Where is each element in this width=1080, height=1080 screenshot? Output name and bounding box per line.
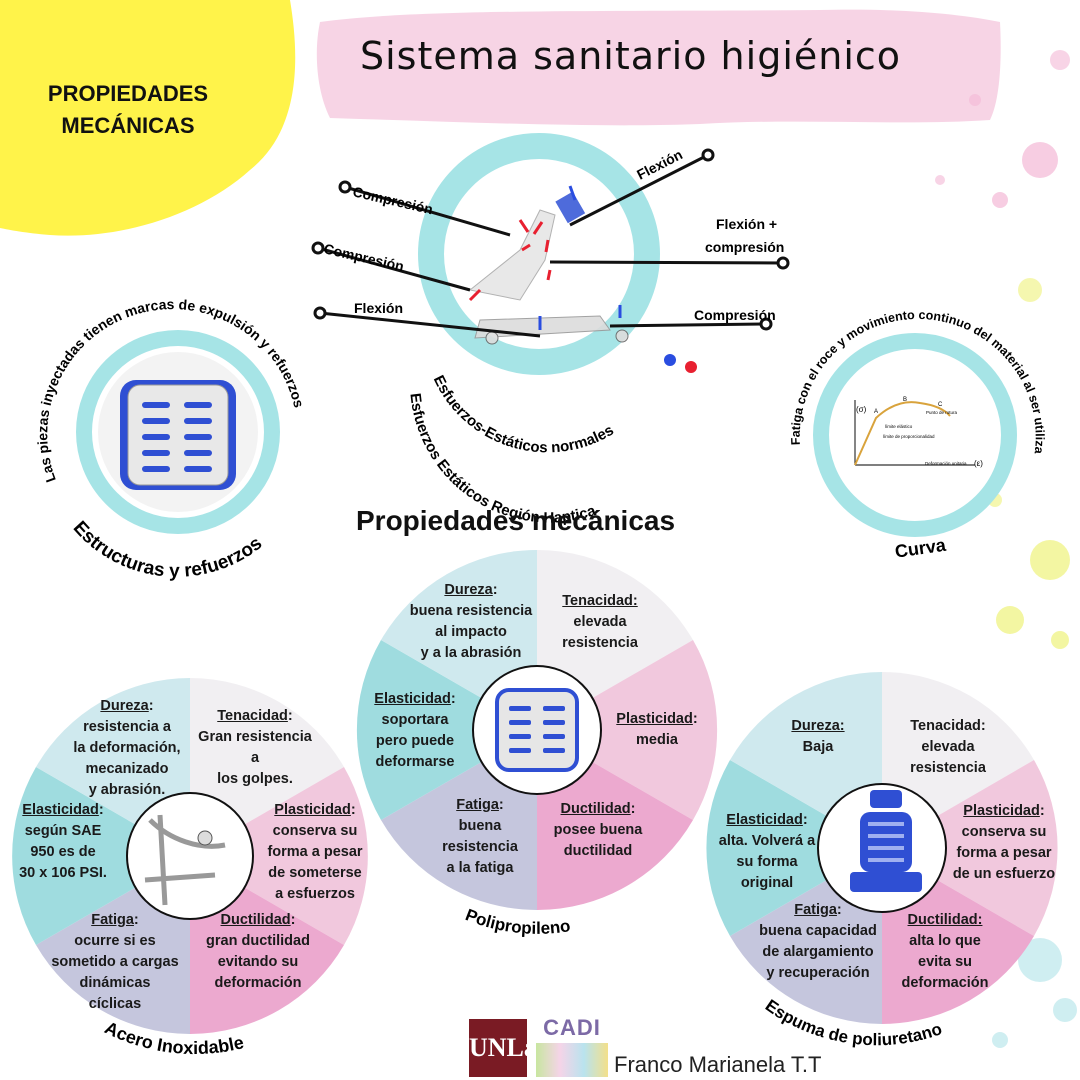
acero-tenacidad-head: Tenacidad bbox=[217, 708, 288, 724]
properties-subtitle: Propiedades mecánicas bbox=[356, 505, 676, 536]
poli-tenacidad-head: Tenacidad: bbox=[562, 593, 638, 609]
wheel-polipropileno bbox=[356, 549, 718, 911]
poli-tenacidad: Tenacidad: elevada resistencia bbox=[562, 593, 638, 651]
label-flexion-compresion-1: Flexión + bbox=[716, 216, 777, 232]
wheel-espuma bbox=[706, 672, 1058, 1024]
acero-ductilidad: Ductilidad: gran ductilidad evitando su … bbox=[206, 912, 310, 991]
graph-rotura: Punto de rotura bbox=[926, 410, 958, 415]
poli-fatiga-head: Fatiga bbox=[456, 797, 499, 813]
acero-ductilidad-head: Ductilidad bbox=[220, 912, 291, 928]
label-flexion-compresion-2: compresión bbox=[705, 239, 784, 255]
graph-point-b: B bbox=[903, 397, 907, 403]
poli-elasticidad-head: Elasticidad bbox=[374, 691, 451, 707]
graph-x-label: Deformación unitaria bbox=[925, 461, 967, 466]
espuma-fatiga: Fatiga: buena capacidad de alargamiento … bbox=[759, 902, 877, 981]
svg-text:Polipropileno: Polipropileno bbox=[463, 905, 572, 938]
graph-sigma: (σ) bbox=[856, 405, 867, 414]
acero-plasticidad-head: Plasticidad bbox=[274, 802, 351, 818]
poli-name: Polipropileno bbox=[463, 905, 572, 938]
espuma-fatiga-head: Fatiga bbox=[794, 902, 837, 918]
backrest-illustration bbox=[120, 380, 236, 490]
cadi-logo: CADI bbox=[536, 1015, 608, 1077]
espuma-tenacidad: Tenacidad: elevada resistencia bbox=[910, 718, 986, 776]
acero-fatiga-head: Fatiga bbox=[91, 912, 134, 928]
acero-tenacidad: Tenacidad: Gran resistencia a los golpes… bbox=[198, 708, 312, 787]
poli-dureza: Dureza: buena resistencia al impacto y a… bbox=[409, 582, 533, 661]
acero-dureza: Dureza: resistencia a la deformación, me… bbox=[73, 698, 181, 798]
label-compresion-right: Compresión bbox=[694, 307, 776, 323]
stress-ring bbox=[418, 133, 660, 375]
acero-plasticidad: Plasticidad: conserva su forma a pesar d… bbox=[267, 802, 363, 902]
espuma-elasticidad: Elasticidad: alta. Volverá a su forma or… bbox=[718, 812, 816, 891]
unla-logo: UNLa bbox=[469, 1019, 537, 1077]
acero-elasticidad: Elasticidad: según SAE 950 es de 30 x 10… bbox=[19, 802, 107, 881]
label-flexion-left: Flexión bbox=[354, 300, 403, 316]
espuma-ductilidad-head: Ductilidad: bbox=[907, 912, 983, 928]
author-name: Franco Marianela T.T bbox=[614, 1052, 822, 1077]
section-heading: PROPIEDADES MECÁNICAS bbox=[8, 78, 248, 142]
espuma-plasticidad-head: Plasticidad bbox=[963, 803, 1040, 819]
graph-point-c: C bbox=[938, 402, 943, 408]
poli-ductilidad: Ductilidad: posee buena ductilidad bbox=[553, 801, 643, 859]
graph-elastico: límite elástico bbox=[885, 424, 913, 429]
acero-elasticidad-head: Elasticidad bbox=[22, 802, 99, 818]
graph-proporcionalidad: límite de proporcionalidad bbox=[883, 434, 935, 439]
cadi-logo-text: CADI bbox=[543, 1015, 601, 1040]
poli-plasticidad-head: Plasticidad bbox=[616, 711, 693, 727]
acero-dureza-head: Dureza bbox=[100, 698, 149, 714]
espuma-elasticidad-head: Elasticidad bbox=[726, 812, 803, 828]
poli-elasticidad: Elasticidad: soportara pero puede deform… bbox=[374, 691, 456, 770]
poli-dureza-head: Dureza bbox=[444, 582, 493, 598]
graph-point-a: A bbox=[874, 409, 878, 415]
cadi-logo-graphic bbox=[536, 1043, 608, 1077]
espuma-dureza: Dureza: Baja bbox=[791, 718, 845, 755]
poli-plasticidad: Plasticidad: media bbox=[616, 711, 698, 748]
espuma-plasticidad: Plasticidad: conserva su forma a pesar d… bbox=[952, 803, 1056, 882]
wheel-acero bbox=[12, 678, 368, 1034]
graph-epsilon: (ε) bbox=[974, 459, 983, 468]
page-title: Sistema sanitario higiénico bbox=[360, 34, 902, 78]
espuma-ductilidad: Ductilidad: alta lo que evita su deforma… bbox=[901, 912, 989, 991]
stress-strain-graph: (σ) A B C Punto de rotura límite elástic… bbox=[854, 397, 983, 468]
legend-dot-blue bbox=[664, 354, 676, 366]
espuma-tenacidad-head: Tenacidad: bbox=[910, 718, 986, 734]
section-heading-text: PROPIEDADES MECÁNICAS bbox=[47, 81, 209, 138]
poli-ductilidad-head: Ductilidad bbox=[560, 801, 631, 817]
legend-dot-red bbox=[685, 361, 697, 373]
acero-fatiga: Fatiga: ocurre si es sometido a cargas d… bbox=[51, 912, 179, 1012]
espuma-dureza-head: Dureza: bbox=[791, 718, 845, 734]
poli-fatiga: Fatiga: buena resistencia a la fatiga bbox=[442, 797, 518, 876]
